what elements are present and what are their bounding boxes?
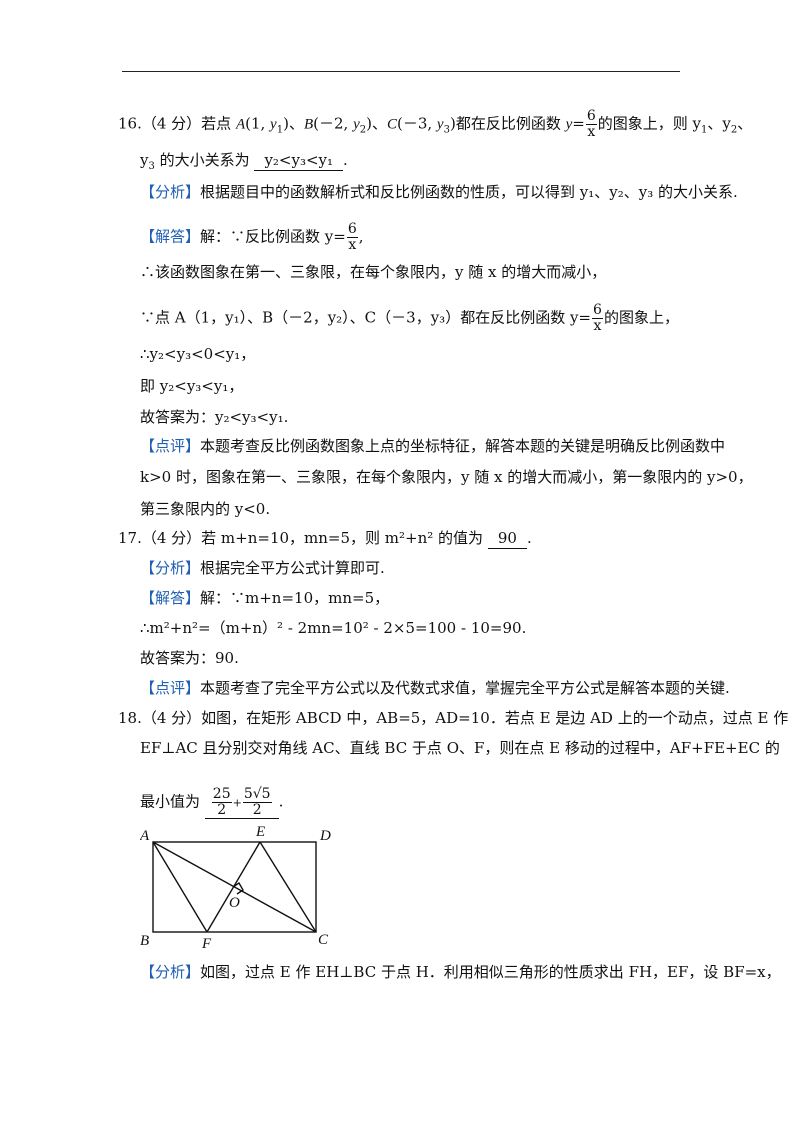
q17-line1: 17.（4 分）若 m+n=10，mn=5，则 m²+n² 的值为 90. [118, 528, 532, 549]
q18-line2: EF⊥AC 且分别交对角线 AC、直线 BC 于点 O、F，则在点 E 移动的过… [140, 739, 780, 757]
q17-solution-1: 【解答】解：∵m+n=10，mn=5， [140, 589, 390, 607]
q17-answer: 90 [487, 528, 527, 549]
q16-answer: y₂<y₃<y₁ [254, 150, 344, 171]
q18-analysis: 【分析】如图，过点 E 作 EH⊥BC 于点 H．利用相似三角形的性质求出 FH… [140, 963, 781, 981]
solution-tag: 【解答】 [140, 227, 201, 246]
q16-comment-3: 第三象限内的 y<0. [140, 500, 271, 518]
q16-solution-2: ∴该函数图象在第一、三象限，在每个象限内，y 随 x 的增大而减小， [140, 263, 607, 281]
label-e: E [255, 824, 265, 840]
segment-ec [259, 841, 317, 933]
q17-solution-3: 故答案为：90. [140, 649, 239, 667]
q17-comment: 【点评】本题考查了完全平方公式以及代数式求值，掌握完全平方公式是解答本题的关键. [140, 679, 730, 697]
q16-line2: y3 的大小关系为 y₂<y₃<y₁. [140, 150, 348, 172]
rectangle-abcd [152, 841, 317, 933]
segment-af [152, 841, 208, 933]
label-f: F [201, 936, 212, 952]
label-b: B [140, 933, 149, 949]
diagonal-ac [152, 841, 317, 933]
q16-solution-4: ∴y₂<y₃<0<y₁， [140, 345, 256, 363]
label-o: O [229, 895, 240, 911]
analysis-tag: 【分析】 [140, 183, 201, 201]
q16-solution-5: 即 y₂<y₃<y₁， [140, 377, 244, 395]
q16-line1: 16.（4 分）若点 A(1, y1)、B(－2, y2)、C(－3, y3)都… [118, 108, 753, 140]
q18-line1: 18.（4 分）如图，在矩形 ABCD 中，AB=5，AD=10．若点 E 是边… [118, 709, 789, 727]
comment-tag: 【点评】 [140, 437, 201, 455]
q16-comment-1: 【点评】本题考查反比例函数图象上点的坐标特征，解答本题的关键是明确反比例函数中 [140, 437, 726, 455]
label-a: A [140, 828, 150, 844]
q17-solution-2: ∴m²+n²=（m+n）² - 2mn=10² - 2×5=100 - 10=9… [140, 619, 527, 637]
label-c: C [318, 932, 329, 948]
q16-analysis: 【分析】根据题目中的函数解析式和反比例函数的性质，可以得到 y₁、y₂、y₃ 的… [140, 183, 738, 201]
rectangle-figure: A B C D E F O [140, 824, 331, 952]
header-rule [122, 71, 680, 72]
right-angle-mark [232, 882, 244, 895]
q16-solution-6: 故答案为：y₂<y₃<y₁. [140, 408, 289, 426]
label-d: D [319, 828, 331, 844]
q16-comment-2: k>0 时，图象在第一、三象限，在每个象限内，y 随 x 的增大而减小，第一象限… [140, 468, 753, 486]
q17-analysis: 【分析】根据完全平方公式计算即可. [140, 559, 385, 577]
